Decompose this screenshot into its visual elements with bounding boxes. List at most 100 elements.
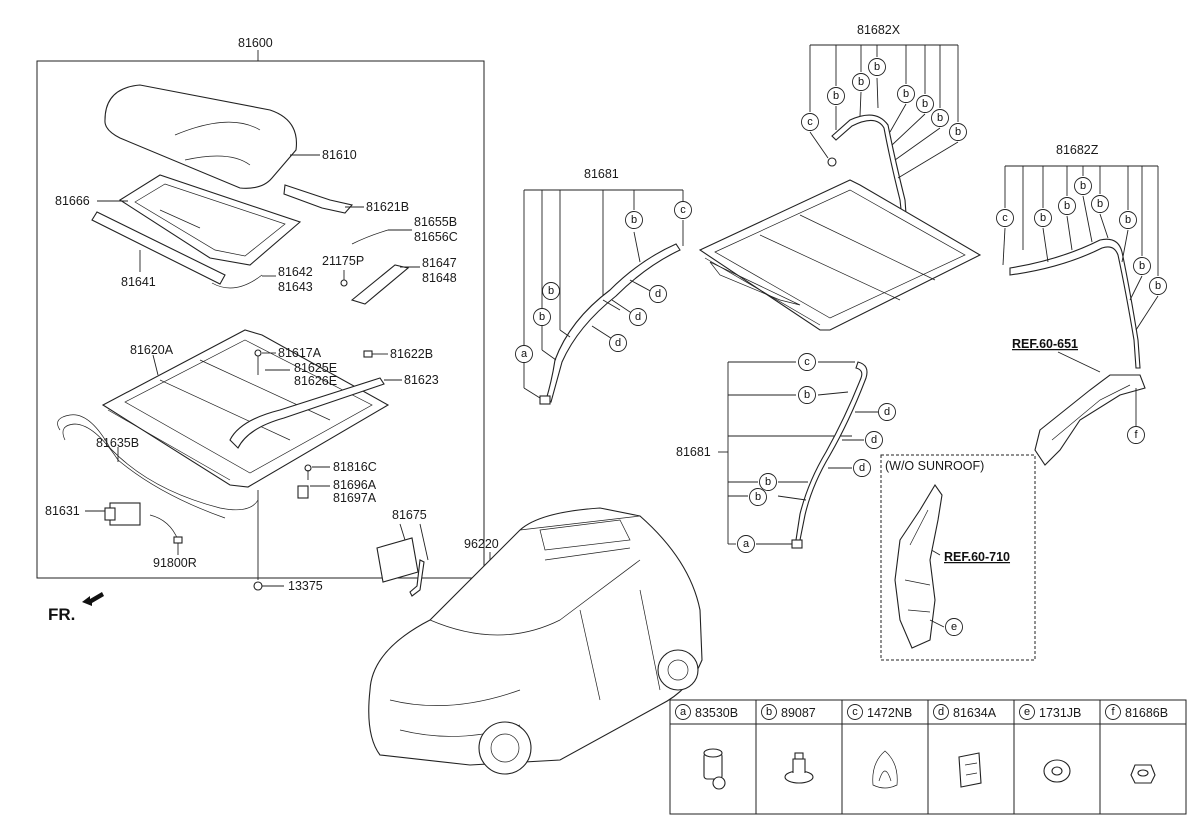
sunroof-frame[interactable] — [101, 329, 390, 488]
part-label-81816C[interactable]: 81816C — [333, 460, 377, 474]
callout-b-z5[interactable]: b — [1119, 211, 1137, 229]
callout-b-f2[interactable]: b — [542, 282, 560, 300]
cable-mid[interactable] — [211, 274, 263, 289]
part-label-81655B[interactable]: 81655B — [414, 215, 457, 229]
callout-b-z3[interactable]: b — [1074, 177, 1092, 195]
roof-frame[interactable] — [698, 179, 982, 331]
part-label-81643[interactable]: 81643 — [278, 280, 313, 294]
inset-title[interactable]: (W/O SUNROOF) — [885, 459, 984, 473]
callout-b-x6[interactable]: b — [931, 109, 949, 127]
clip-21175p[interactable] — [340, 279, 348, 287]
part-label-81617A[interactable]: 81617A — [278, 346, 322, 360]
callout-b-z4[interactable]: b — [1091, 195, 1109, 213]
part-label-81656C[interactable]: 81656C — [414, 230, 458, 244]
part-label-81635B[interactable]: 81635B — [96, 436, 139, 450]
drain-hose-front[interactable] — [545, 243, 681, 403]
callout-b-x3[interactable]: b — [868, 58, 886, 76]
callout-b-z6[interactable]: b — [1133, 257, 1151, 275]
part-label-81610[interactable]: 81610 — [322, 148, 357, 162]
callout-b-r2[interactable]: b — [759, 473, 777, 491]
wind-deflector-panel[interactable] — [376, 537, 419, 583]
part-label-91800R[interactable]: 91800R — [153, 556, 197, 570]
callout-b-r1[interactable]: b — [798, 386, 816, 404]
nut-13375[interactable] — [253, 581, 263, 591]
part-label-96220[interactable]: 96220 — [464, 537, 499, 551]
clip-a-rear[interactable] — [791, 539, 803, 549]
part-label-81623[interactable]: 81623 — [404, 373, 439, 387]
screw-81617a[interactable] — [254, 349, 262, 357]
callout-e[interactable]: e — [945, 618, 963, 636]
callout-f[interactable]: f — [1127, 426, 1145, 444]
clip-a-front[interactable] — [539, 395, 551, 405]
callout-b-z7[interactable]: b — [1149, 277, 1167, 295]
callout-c-f[interactable]: c — [674, 201, 692, 219]
drain-hose-z[interactable] — [1009, 238, 1141, 369]
sunshade-frame[interactable] — [118, 174, 302, 266]
callout-a-f[interactable]: a — [515, 345, 533, 363]
part-label-81622B[interactable]: 81622B — [390, 347, 433, 361]
callout-b-x4[interactable]: b — [897, 85, 915, 103]
cable-assembly[interactable] — [57, 414, 259, 511]
part-label-81666[interactable]: 81666 — [55, 194, 90, 208]
bracket[interactable] — [350, 264, 410, 305]
vehicle-illustration[interactable]: 96220 — [368, 507, 703, 775]
assembly-label[interactable]: 81600 — [238, 36, 273, 50]
sunroof-motor[interactable] — [104, 502, 141, 526]
part-label-81647[interactable]: 81647 — [422, 256, 457, 270]
part-label-81621B[interactable]: 81621B — [366, 200, 409, 214]
cable-upper[interactable] — [351, 229, 389, 245]
part-label-81675[interactable]: 81675 — [392, 508, 427, 522]
callout-d-r1[interactable]: d — [878, 403, 896, 421]
part-label-81625E[interactable]: 81625E — [294, 361, 337, 375]
callout-b-x7[interactable]: b — [949, 123, 967, 141]
wiring-harness[interactable] — [149, 514, 179, 541]
callout-d-r3[interactable]: d — [853, 459, 871, 477]
part-label-81682Z[interactable]: 81682Z — [1056, 143, 1099, 157]
part-label-81620A[interactable]: 81620A — [130, 343, 174, 357]
part-label-21175P[interactable]: 21175P — [322, 254, 364, 268]
part-label-81696A[interactable]: 81696A — [333, 478, 377, 492]
pillar-panel[interactable] — [894, 483, 943, 649]
part-label-81631[interactable]: 81631 — [45, 504, 80, 518]
part-label-81681-front[interactable]: 81681 — [584, 167, 619, 181]
callout-c-z[interactable]: c — [996, 209, 1014, 227]
trim-strip[interactable] — [229, 377, 385, 449]
callout-b-z2[interactable]: b — [1058, 197, 1076, 215]
callout-d-f1[interactable]: d — [649, 285, 667, 303]
part-label-81681-rear[interactable]: 81681 — [676, 445, 711, 459]
wind-deflector-rod[interactable] — [409, 559, 425, 597]
deflector-strip[interactable] — [283, 184, 354, 214]
callout-a-r[interactable]: a — [737, 535, 755, 553]
part-label-81641[interactable]: 81641 — [121, 275, 156, 289]
plate-81696a[interactable] — [297, 485, 309, 499]
callout-b-r3[interactable]: b — [749, 488, 767, 506]
ref-label-60-710[interactable]: REF.60-710 — [944, 550, 1010, 564]
part-label-81697A[interactable]: 81697A — [333, 491, 377, 505]
callout-b-x2[interactable]: b — [852, 73, 870, 91]
part-label-81626E[interactable]: 81626E — [294, 374, 337, 388]
callout-d-r2[interactable]: d — [865, 431, 883, 449]
part-label-81648[interactable]: 81648 — [422, 271, 457, 285]
part-label-81682X[interactable]: 81682X — [857, 23, 901, 37]
callout-d-f2[interactable]: d — [629, 308, 647, 326]
callout-b-f3[interactable]: b — [533, 308, 551, 326]
glass-panel[interactable] — [104, 84, 298, 189]
pillar-bracket[interactable] — [1034, 374, 1146, 466]
part-label-81642[interactable]: 81642 — [278, 265, 313, 279]
part-label-13375[interactable]: 13375 — [288, 579, 323, 593]
weatherstrip[interactable] — [91, 211, 226, 285]
callout-b-z1[interactable]: b — [1034, 209, 1052, 227]
callout-c-x[interactable]: c — [801, 113, 819, 131]
callout-d-f3[interactable]: d — [609, 334, 627, 352]
cover-81622b[interactable] — [363, 350, 373, 358]
callout-b-x5[interactable]: b — [916, 95, 934, 113]
callout-b-f1[interactable]: b — [625, 211, 643, 229]
ref-label-60-651[interactable]: REF.60-651 — [1012, 337, 1078, 351]
callout-b-x1[interactable]: b — [827, 87, 845, 105]
clip-c-x[interactable] — [827, 157, 837, 167]
